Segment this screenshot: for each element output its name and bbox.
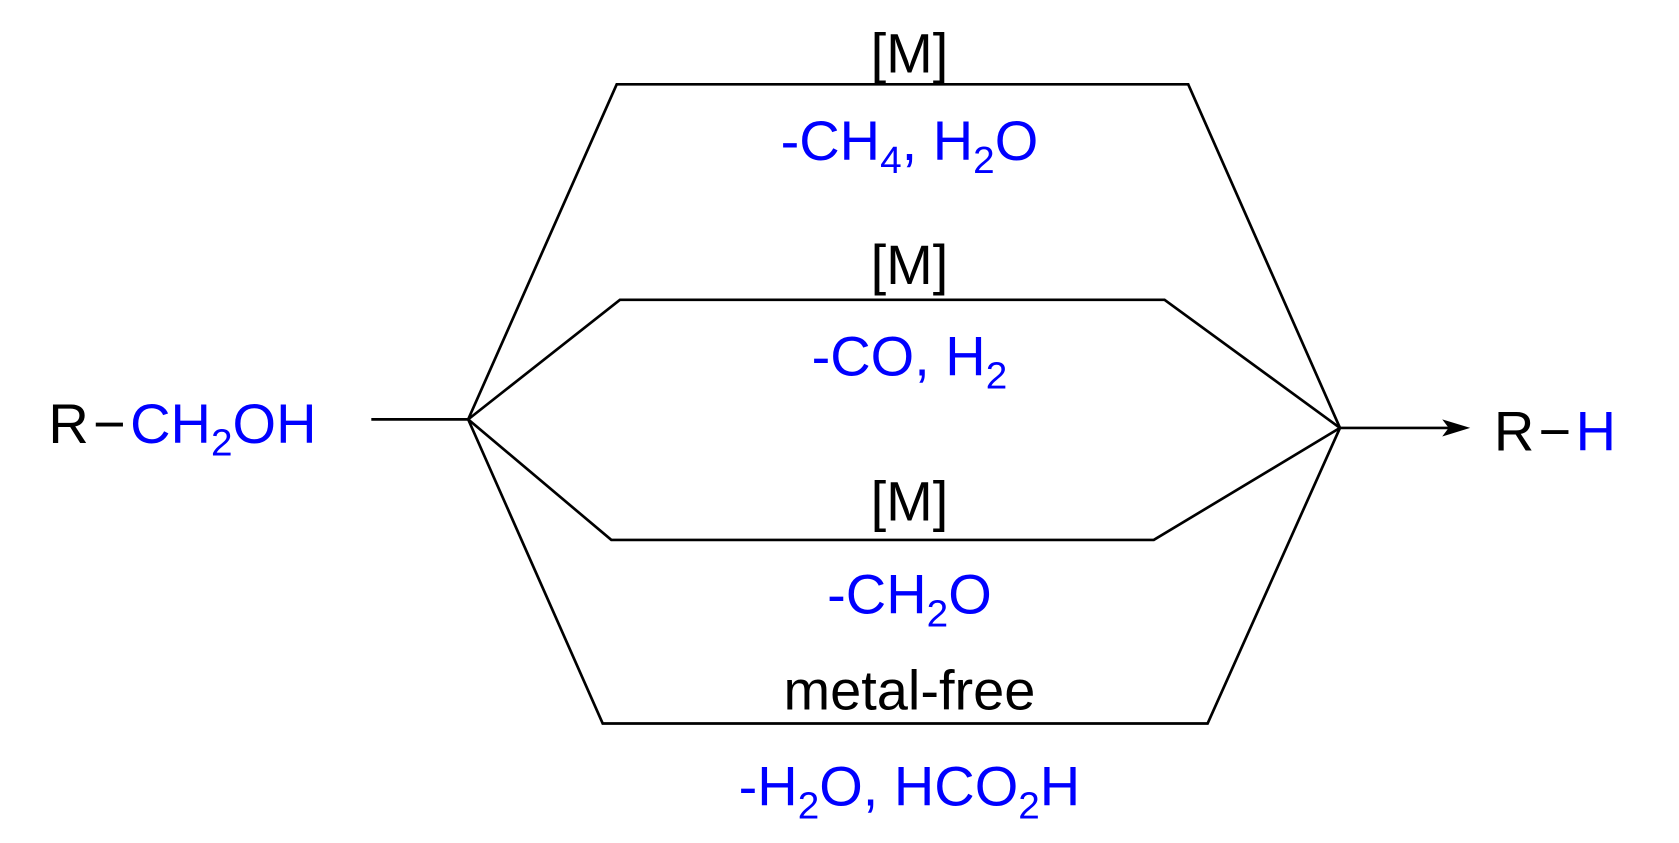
reactant-label: R−CH2OH	[48, 393, 316, 465]
pathway-line-2	[467, 298, 1341, 429]
subscript: 2	[798, 785, 820, 828]
formula-text: O, HCO	[819, 756, 1018, 818]
formula-text: -CH	[781, 110, 880, 172]
pathway-line-3	[467, 418, 1341, 542]
pathway-line-4	[466, 418, 1342, 725]
formula-text: O	[995, 110, 1039, 172]
product-label: R−H	[1494, 401, 1616, 463]
catalyst-label-4: metal-free	[784, 660, 1036, 722]
formula-text: -H	[739, 756, 798, 818]
pathway-line-1	[466, 82, 1342, 429]
formula-text: -CO, H	[812, 326, 986, 388]
formula-text: O	[948, 564, 992, 626]
subscript: 2	[986, 355, 1008, 398]
byproduct-label-3: -CH2O	[827, 564, 992, 636]
subscript: 2	[927, 593, 949, 636]
formula-text: , H	[902, 110, 974, 172]
catalyst-label-2: [M]	[871, 234, 949, 296]
subscript: 4	[880, 139, 902, 182]
byproduct-label-4: -H2O, HCO2H	[739, 756, 1081, 828]
catalyst-label-1: [M]	[871, 23, 949, 85]
byproduct-label-2: -CO, H2	[812, 326, 1008, 398]
byproduct-label-1: -CH4, H2O	[781, 110, 1039, 182]
formula-text: -CH	[827, 564, 926, 626]
subscript: 2	[973, 139, 995, 182]
catalyst-label-3: [M]	[871, 471, 949, 533]
subscript: 2	[1018, 785, 1040, 828]
formula-text: H	[1040, 756, 1080, 818]
arrowhead-icon	[1442, 419, 1471, 437]
